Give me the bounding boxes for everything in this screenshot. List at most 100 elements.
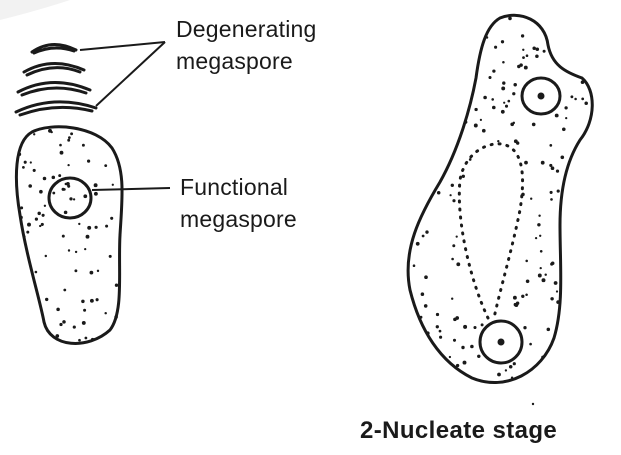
stipple-dot [482,129,486,133]
stipple-dot [461,346,464,349]
stipple-dot [114,315,118,319]
stipple-dot [542,278,546,282]
stipple-dot [452,199,455,202]
stipple-dot [497,140,499,142]
stipple-dot [104,312,106,314]
stipple-dot [536,47,540,51]
functional-megaspore-cell [16,127,122,344]
stipple-dot [67,185,70,188]
stipple-dot [494,46,497,49]
stipple-dot [73,198,75,200]
stipple-dot [474,124,478,128]
stipple-dot [509,365,513,369]
stipple-dot [516,301,519,304]
stipple-dot [483,96,487,100]
stipple-dot [538,274,542,278]
stipple-dot [549,144,552,147]
stipple-dot [90,299,94,303]
stipple-dot [68,249,70,251]
stipple-dot [69,197,72,200]
stipple-dot [62,188,65,191]
stipple-dot [453,339,456,342]
stipple-dot [52,176,56,180]
stipple-dot [504,380,507,383]
stipple-dot [422,235,425,238]
stipple-dot [424,304,428,308]
stage-caption: 2-Nucleate stage [360,418,557,444]
stipple-dot [43,177,47,181]
label-functional-line2: megaspore [180,206,297,232]
stipple-dot [421,292,425,296]
stipple-dot [519,63,523,67]
stipple-dot [437,191,441,195]
stipple-dot [513,362,516,365]
stipple-dot [522,49,524,51]
stipple-dot [42,214,45,217]
stipple-dot [502,61,505,64]
stipple-dot [539,235,541,237]
stipple-dot [535,237,537,239]
stipple-dot [20,206,23,209]
stipple-dot [502,81,505,84]
stipple-dot [27,223,31,227]
stipple-dot [463,325,467,329]
stipple-dot [74,269,77,272]
stipple-dot [33,169,36,172]
stipple-dot [83,309,86,312]
stipple-dot [45,255,47,257]
stipple-dot [33,133,35,135]
stipple-dot [584,101,588,105]
functional-leader-line [92,188,170,190]
stipple-dot [426,331,430,335]
stipple-dot [513,296,517,300]
stipple-dot [62,320,66,324]
stipple-dot [556,169,559,172]
stipple-dot [90,271,94,275]
degenerating-megaspore-1 [32,44,76,53]
stipple-dot [452,244,455,247]
stipple-dot [439,336,442,339]
degenerating-megaspore-4 [16,102,96,115]
stipple-dot [51,131,53,133]
stipple-dot [425,230,428,233]
stipple-dot [480,119,482,121]
stipple-dot [67,164,69,166]
stipple-dot [477,355,480,358]
stipple-dot [550,263,553,266]
stipple-dot [87,226,91,230]
stipple-dot [554,281,558,285]
stipple-dot [35,271,38,274]
stipple-dot [463,361,467,365]
stipple-dot [44,205,46,207]
stipple-dot [24,161,27,164]
stipple-dot [449,194,451,196]
stipple-dot [105,225,108,228]
stipple-dot [497,373,501,377]
stipple-dot [30,161,32,163]
stipple-dot [543,50,546,53]
stipple-dot [59,323,62,326]
stipple-dot [529,343,532,346]
stipple-dot [67,139,70,142]
stipple-dot [18,152,22,156]
stipple-dot [501,40,504,43]
stipple-dot [570,95,573,98]
stipple-dot [505,369,507,371]
stipple-dot [59,144,62,147]
stipple-dot [530,198,532,200]
stipple-dot [473,326,476,329]
stipple-dot [562,128,566,132]
stipple-dot [73,326,76,329]
stipple-dot [420,316,423,319]
stipple-dot [523,326,526,329]
central-vacuole [459,144,522,318]
stipple-dot [78,339,81,342]
stipple-dot [550,297,553,300]
stipple-dot [424,275,428,279]
stipple-dot [564,106,567,109]
label-degenerating-line1: Degenerating [176,16,317,42]
stipple-dot [37,212,40,215]
stipple-dot [75,251,77,253]
stipple-dot [470,345,474,349]
